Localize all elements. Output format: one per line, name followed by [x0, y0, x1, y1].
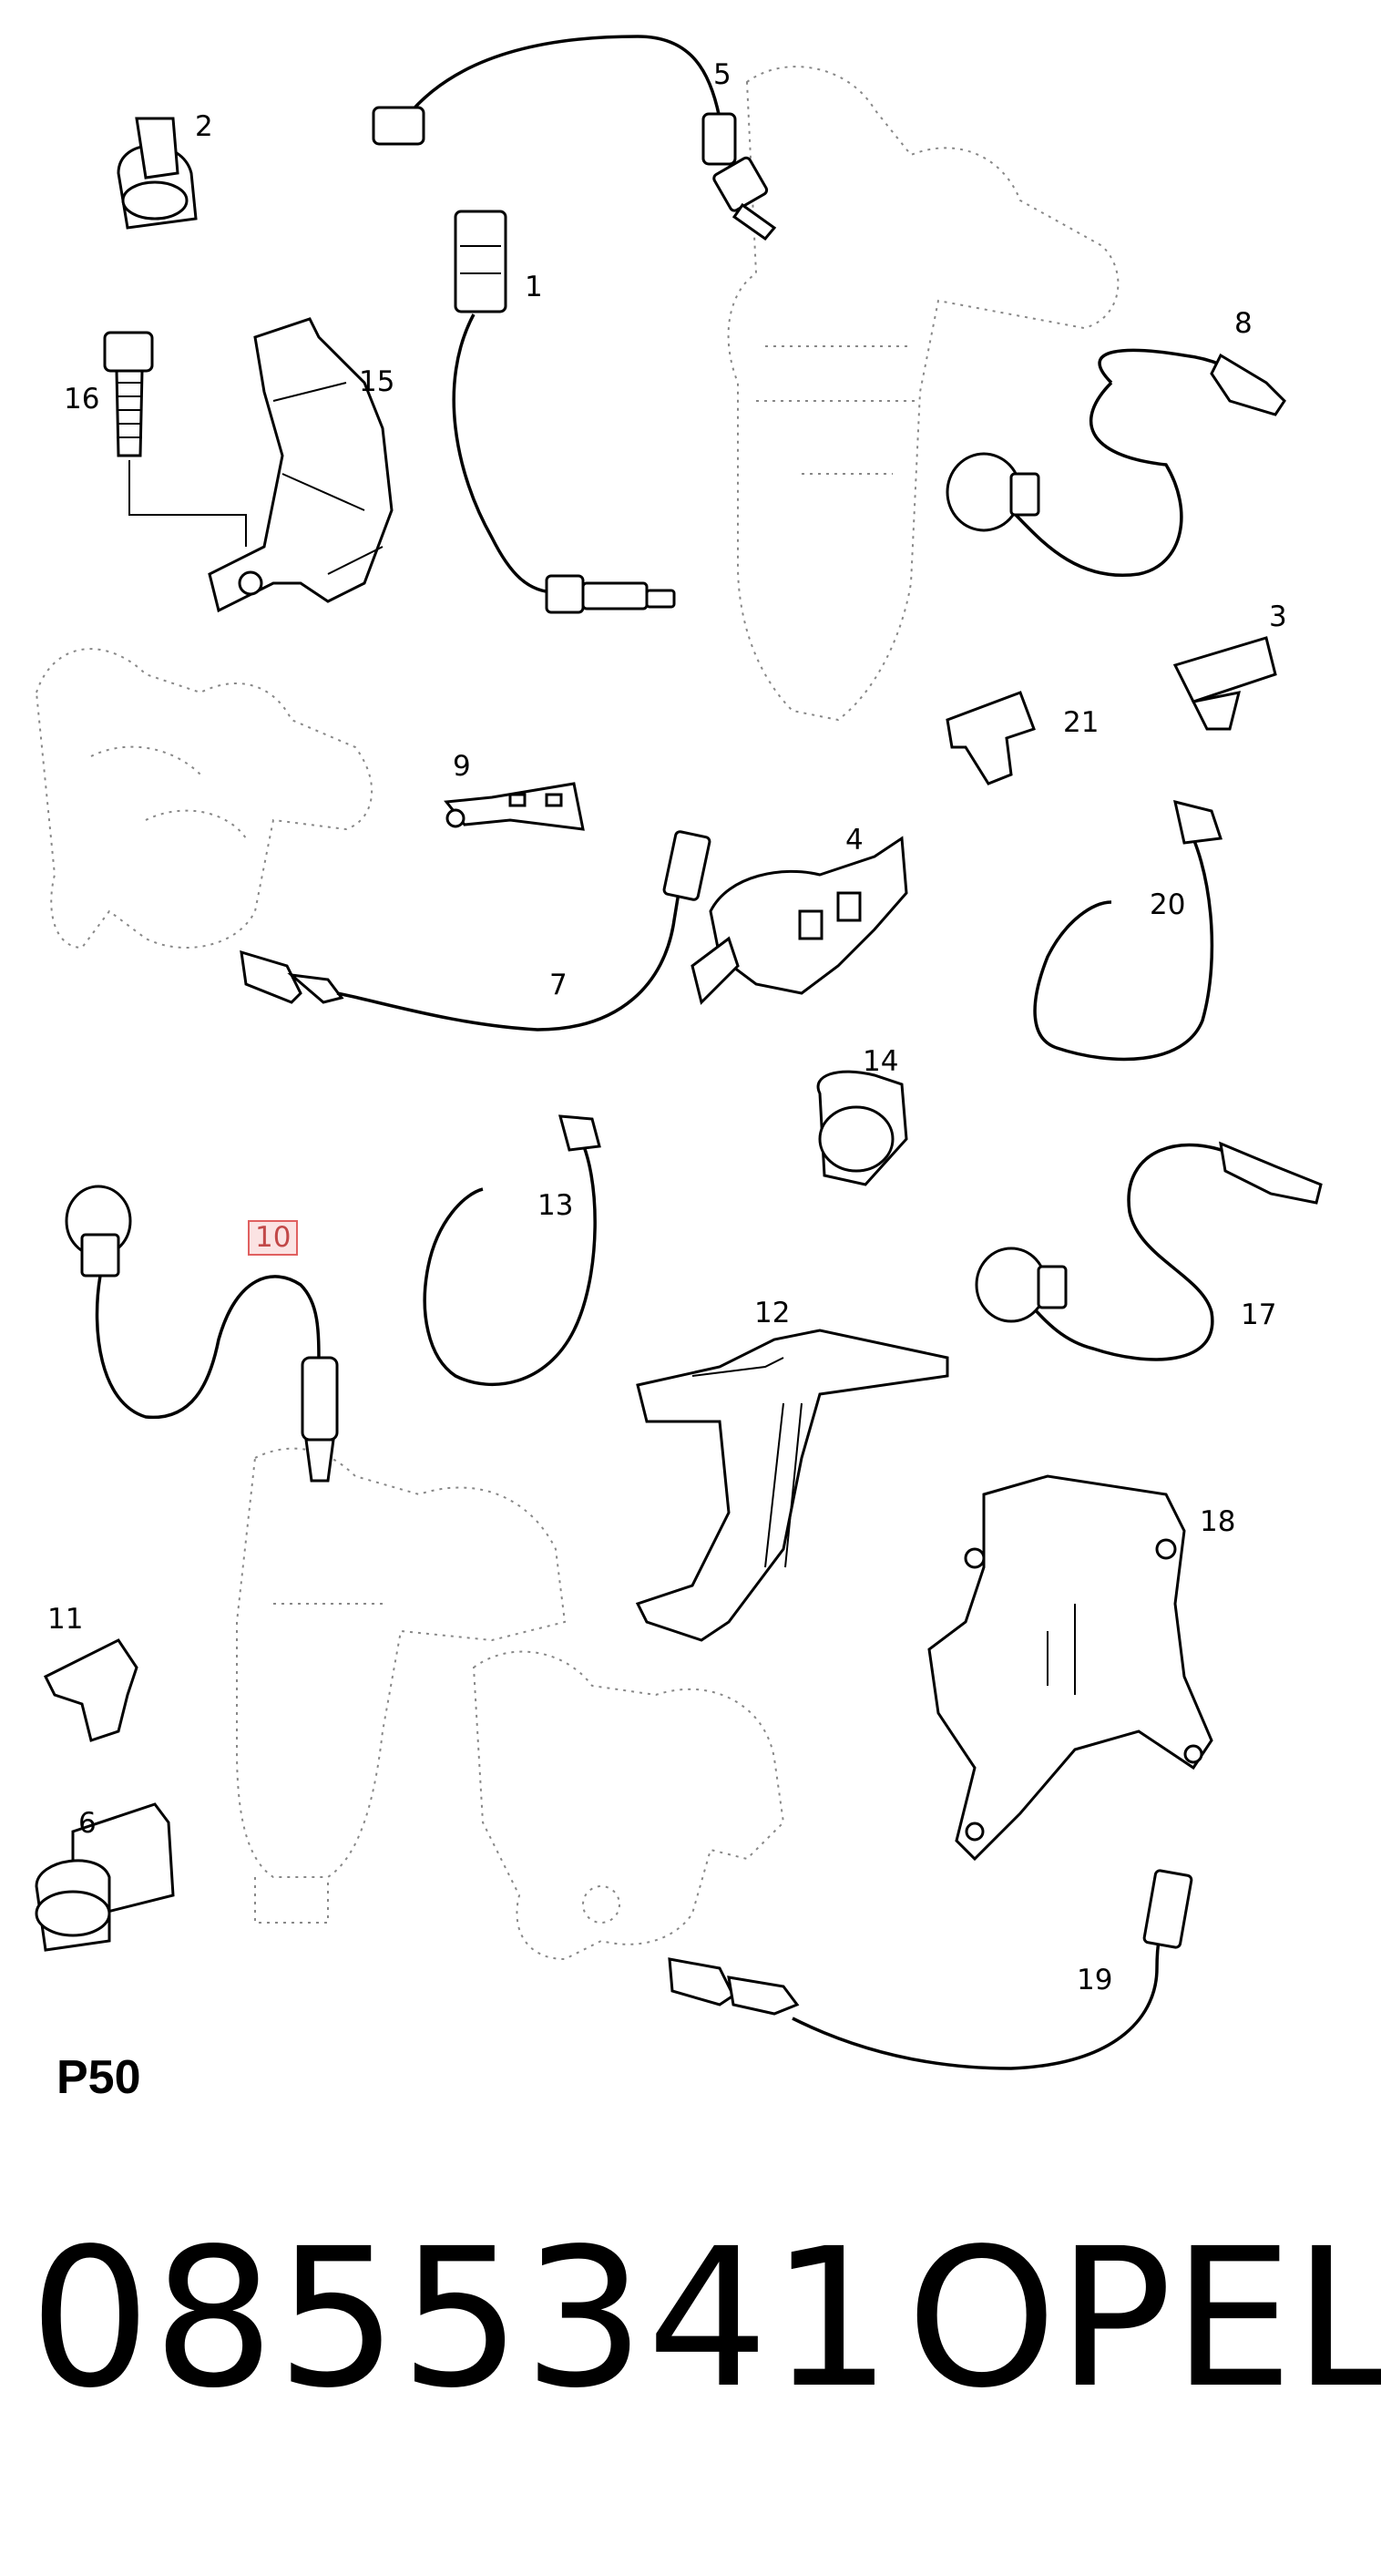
bolt-part-16 — [103, 331, 247, 547]
bracket-part-12 — [635, 1329, 949, 1642]
brand-name: OPEL — [906, 2207, 1381, 2430]
sensor-part-5 — [372, 35, 777, 241]
callout-16: 16 — [64, 383, 100, 416]
callout-3: 3 — [1269, 600, 1287, 633]
part-number: 0855341 — [29, 2207, 895, 2430]
callout-6: 6 — [78, 1807, 97, 1840]
clip-part-11 — [43, 1638, 138, 1742]
clip-part-3 — [1172, 636, 1277, 731]
callout-9: 9 — [453, 750, 471, 783]
clamp-part-14 — [816, 1070, 908, 1186]
ghost-manifold-top — [727, 66, 1120, 722]
callout-19: 19 — [1077, 1964, 1113, 1996]
callout-1: 1 — [525, 271, 543, 303]
callout-15: 15 — [359, 365, 395, 398]
callout-7: 7 — [549, 969, 568, 1001]
callout-13: 13 — [537, 1189, 574, 1222]
clip-part-2 — [117, 117, 198, 230]
clamp-part-6 — [35, 1802, 175, 1952]
ghost-manifold-bottom — [472, 1650, 785, 1961]
callout-17: 17 — [1241, 1298, 1277, 1331]
callout-4: 4 — [845, 824, 864, 857]
sensor-part-19 — [668, 1869, 1193, 2070]
sensor-part-7 — [240, 830, 711, 1031]
callout-5: 5 — [713, 58, 731, 91]
bracket-part-4 — [690, 836, 908, 1005]
callout-8: 8 — [1234, 307, 1253, 340]
cable-tie-part-13 — [423, 1114, 601, 1387]
callout-10-highlighted: 10 — [248, 1220, 299, 1256]
cable-tie-part-20 — [1033, 799, 1223, 1062]
callout-20: 20 — [1150, 888, 1186, 921]
ghost-manifold-left — [35, 648, 373, 949]
bracket-part-9 — [444, 782, 585, 831]
callout-14: 14 — [863, 1045, 899, 1078]
ghost-catalyst-mid — [236, 1447, 567, 1924]
callout-18: 18 — [1200, 1505, 1236, 1538]
sensor-part-10 — [65, 1185, 339, 1483]
bracket-part-18 — [927, 1474, 1213, 1862]
clip-part-21 — [946, 691, 1036, 785]
callout-21: 21 — [1063, 706, 1100, 739]
sensor-part-8 — [946, 348, 1286, 578]
callout-2: 2 — [195, 110, 213, 143]
bracket-part-15 — [208, 317, 394, 613]
callout-12: 12 — [754, 1297, 791, 1329]
exploded-parts-diagram — [35, 35, 1323, 2070]
sensor-part-17 — [975, 1141, 1323, 1361]
section-code: P50 — [56, 2051, 141, 2104]
sensor-part-1 — [452, 210, 676, 614]
callout-11: 11 — [47, 1603, 84, 1636]
